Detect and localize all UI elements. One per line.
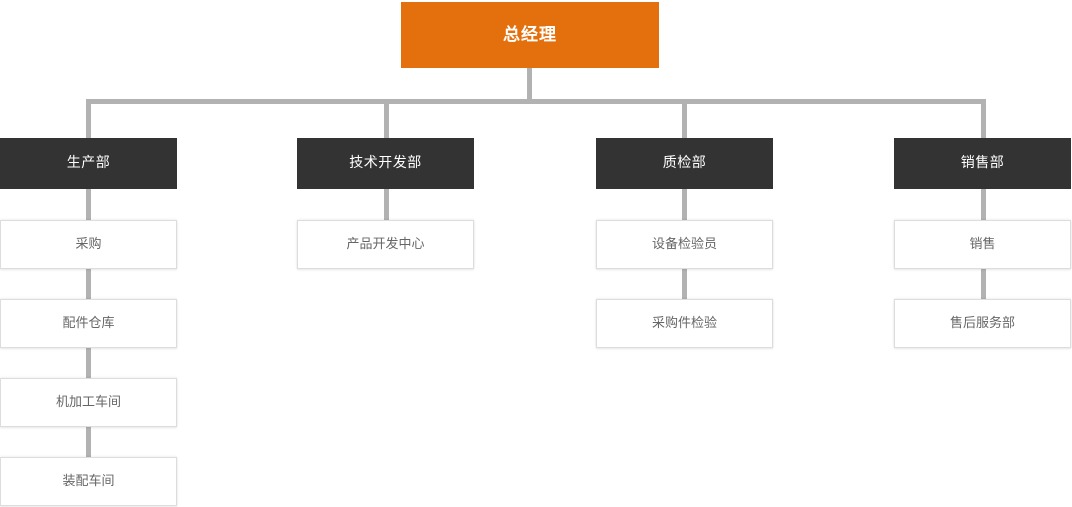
node-department-production[interactable]: 生产部 bbox=[0, 138, 177, 189]
connector-drop-dept-4 bbox=[981, 99, 986, 138]
connector-drop-dept-3 bbox=[682, 99, 687, 138]
connector-col4-seg2 bbox=[981, 268, 986, 301]
connector-col1-seg4 bbox=[86, 426, 91, 459]
node-unit-assembly-workshop[interactable]: 装配车间 bbox=[0, 457, 177, 506]
connector-root-stem bbox=[527, 68, 532, 104]
node-unit-purchased-parts-inspection[interactable]: 采购件检验 bbox=[596, 299, 773, 348]
connector-col3-seg2 bbox=[682, 268, 687, 301]
node-unit-parts-warehouse[interactable]: 配件仓库 bbox=[0, 299, 177, 348]
node-general-manager[interactable]: 总经理 bbox=[401, 2, 659, 68]
node-unit-procurement[interactable]: 采购 bbox=[0, 220, 177, 269]
node-unit-equipment-inspector[interactable]: 设备检验员 bbox=[596, 220, 773, 269]
connector-col4-seg1 bbox=[981, 189, 986, 222]
node-unit-sales[interactable]: 销售 bbox=[894, 220, 1071, 269]
node-department-technical-development[interactable]: 技术开发部 bbox=[297, 138, 474, 189]
node-unit-machining-workshop[interactable]: 机加工车间 bbox=[0, 378, 177, 427]
connector-col1-seg2 bbox=[86, 268, 91, 301]
node-department-sales[interactable]: 销售部 bbox=[894, 138, 1071, 189]
connector-drop-dept-2 bbox=[384, 99, 389, 138]
connector-col3-seg1 bbox=[682, 189, 687, 222]
connector-drop-dept-1 bbox=[86, 99, 91, 138]
node-unit-after-sales-service[interactable]: 售后服务部 bbox=[894, 299, 1071, 348]
connector-col1-seg3 bbox=[86, 347, 91, 380]
node-unit-product-development-center[interactable]: 产品开发中心 bbox=[297, 220, 474, 269]
connector-col2-seg1 bbox=[384, 189, 389, 222]
node-department-quality-inspection[interactable]: 质检部 bbox=[596, 138, 773, 189]
connector-horizontal-bus bbox=[86, 99, 986, 104]
connector-col1-seg1 bbox=[86, 189, 91, 222]
